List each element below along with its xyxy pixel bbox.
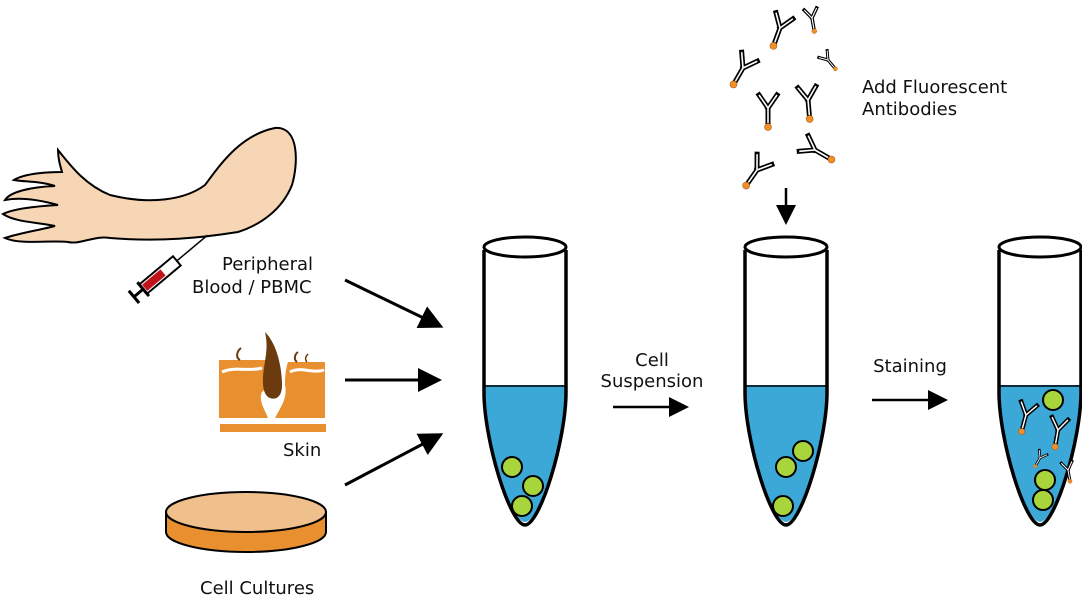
tube-stained-cells xyxy=(997,235,1082,527)
label-add-fluorescent: Add Fluorescent xyxy=(862,77,1007,98)
antibody-icon xyxy=(724,52,757,92)
antibody-icon xyxy=(799,136,839,169)
cell xyxy=(792,440,814,462)
arm-illustration xyxy=(1,126,297,304)
arrow-culture-to-tube xyxy=(344,433,444,487)
label-cell: Cell xyxy=(635,350,669,371)
arrow-blood-to-tube xyxy=(344,278,444,328)
syringe-icon xyxy=(127,234,208,304)
antibody-cloud xyxy=(724,6,843,194)
cell xyxy=(1034,469,1056,491)
cell xyxy=(1032,489,1054,511)
cell xyxy=(772,495,794,517)
tube-cell-suspension xyxy=(743,235,829,527)
tube-cell-suspension-input xyxy=(482,235,568,527)
label-skin: Skin xyxy=(283,440,321,461)
label-blood-pbmc: Blood / PBMC xyxy=(192,277,312,298)
label-antibodies: Antibodies xyxy=(862,99,957,120)
antibody-icon xyxy=(764,13,793,53)
skin-icon xyxy=(219,332,326,432)
arm xyxy=(1,126,297,244)
antibody-icon xyxy=(737,154,772,193)
label-cell-cultures: Cell Cultures xyxy=(200,578,314,596)
label-peripheral: Peripheral xyxy=(222,254,313,275)
antibody-icon xyxy=(817,49,843,76)
antibody-icon xyxy=(759,95,777,131)
cell xyxy=(1042,389,1064,411)
antibody-icon xyxy=(798,86,819,123)
cell xyxy=(501,456,523,478)
culture-dish-icon xyxy=(165,491,327,553)
cell xyxy=(775,456,797,478)
antibody-icon xyxy=(802,6,823,37)
label-suspension: Suspension xyxy=(601,371,704,392)
label-staining: Staining xyxy=(873,356,947,377)
cell xyxy=(511,495,533,517)
cell xyxy=(522,475,544,497)
hair xyxy=(262,332,282,399)
